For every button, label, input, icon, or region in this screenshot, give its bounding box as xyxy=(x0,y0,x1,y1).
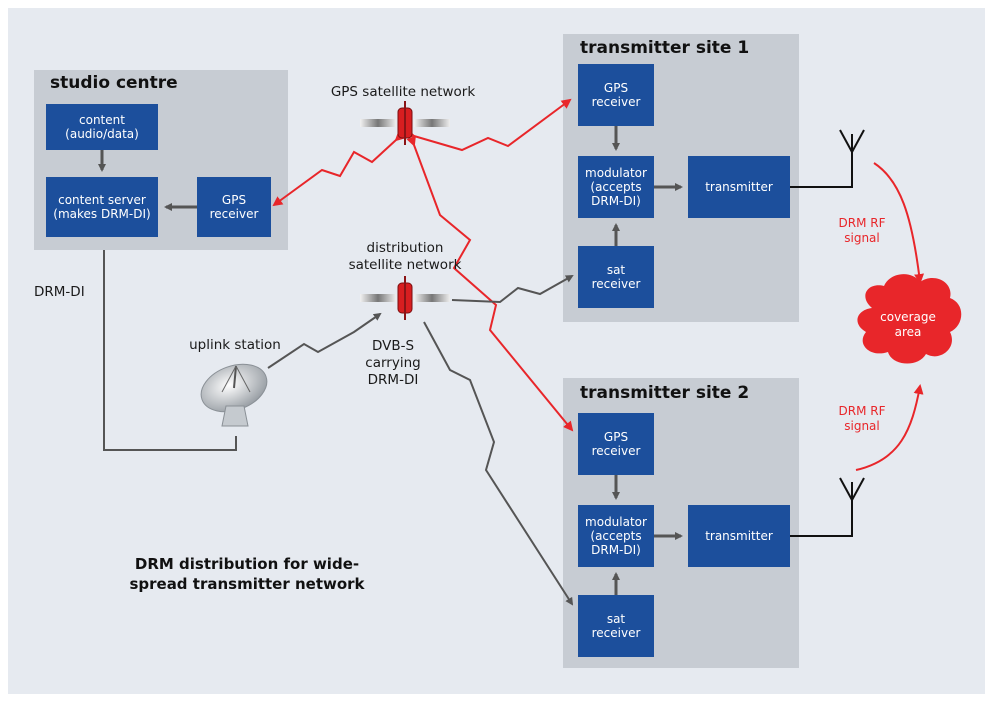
drm-di-label: DRM-DI xyxy=(34,284,85,300)
caption-bold: DRM xyxy=(134,555,174,573)
coverage-area-label: coverage area xyxy=(880,310,936,339)
site1-antenna-icon xyxy=(839,129,865,153)
site2-rf-signal-curve xyxy=(855,384,924,471)
transmitter-site-2-title: transmitter site 2 xyxy=(580,383,750,403)
satellite-to-site2-link xyxy=(423,321,574,606)
dvbs-label: DVB-S carrying DRM-DI xyxy=(365,338,421,388)
satellite-to-site1-link xyxy=(451,275,574,304)
site1-rf-signal-curve xyxy=(873,162,925,284)
uplink-dish-icon xyxy=(200,363,268,427)
gps-to-studio-link xyxy=(272,130,406,207)
site2-transmitter-box: transmitter xyxy=(688,505,790,567)
coverage-area-cloud xyxy=(857,274,962,364)
caption-rest: distribution for wide- spread transmitte… xyxy=(129,555,365,593)
site1-sat-receiver-box: sat receiver xyxy=(578,246,654,308)
site2-modulator-box: modulator (accepts DRM-DI) xyxy=(578,505,654,567)
gps-satellite-icon xyxy=(360,101,450,145)
site2-antenna-icon xyxy=(839,477,865,501)
site1-transmitter-box: transmitter xyxy=(688,156,790,218)
site2-gps-receiver-box: GPS receiver xyxy=(578,413,654,475)
transmitter-site-1-title: transmitter site 1 xyxy=(580,38,750,58)
diagram-caption: DRM distribution for wide- spread transm… xyxy=(112,554,382,594)
site1-gps-receiver-box: GPS receiver xyxy=(578,64,654,126)
site2-rf-signal-label: DRM RF signal xyxy=(838,404,886,433)
uplink-station-label: uplink station xyxy=(189,337,281,353)
uplink-to-satellite-link xyxy=(267,312,382,369)
content-server-box: content server (makes DRM-DI) xyxy=(46,177,158,237)
site1-rf-signal-label: DRM RF signal xyxy=(838,216,886,245)
content-box: content (audio/data) xyxy=(46,104,158,150)
distribution-satellite-icon xyxy=(360,276,450,320)
site1-modulator-box: modulator (accepts DRM-DI) xyxy=(578,156,654,218)
studio-gps-receiver-box: GPS receiver xyxy=(197,177,271,237)
drm-di-line xyxy=(103,250,237,451)
site2-sat-receiver-box: sat receiver xyxy=(578,595,654,657)
site1-antenna-feed xyxy=(790,152,853,188)
site2-antenna-feed xyxy=(790,500,853,537)
distribution-satellite-network-label: distribution satellite network xyxy=(348,240,462,273)
gps-satellite-network-label: GPS satellite network xyxy=(330,84,476,100)
gps-to-site2-link xyxy=(406,135,574,432)
studio-centre-title: studio centre xyxy=(50,73,178,93)
